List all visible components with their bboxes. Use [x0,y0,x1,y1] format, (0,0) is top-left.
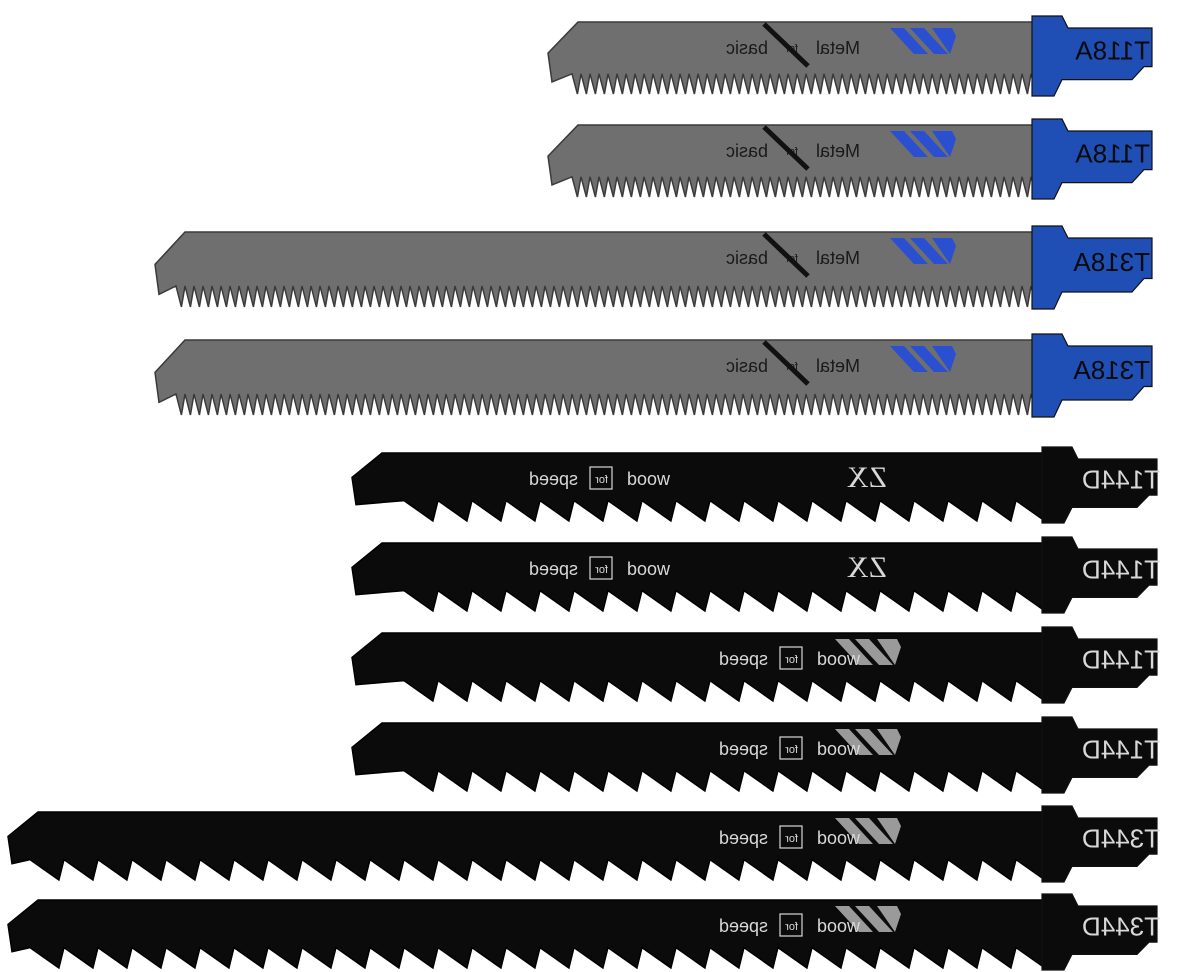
blade-word-right: wood [817,916,861,936]
blade-body [547,21,1041,95]
zx-logo: ZX [847,551,887,584]
blade-wood-6: ZX wood for speed T144D [351,536,1160,614]
blade-body [351,452,1051,523]
blade-word-for: for [595,564,608,576]
blade-model-code: T144D [1082,644,1160,674]
blade-word-for: for [595,474,608,486]
blade-shank [1031,333,1153,418]
brand-stripes-icon [835,818,901,844]
blade-body [351,542,1051,613]
blade-shank [1031,15,1153,97]
brand-stripes-icon [835,906,901,932]
blade-metal-4: MetalforbasicT318A [154,333,1153,418]
blade-model-code: T318A [1073,247,1150,277]
blade-word-left: basic [726,356,768,376]
blade-word-left: basic [726,38,768,58]
blade-model-code: T344D [1082,911,1160,941]
blade-shank [1041,536,1158,614]
blade-word-for: for [785,654,798,666]
blade-body [7,899,1051,970]
blade-word-right: Metal [816,141,860,161]
blade-body [7,811,1051,882]
blade-word-for: for [785,744,798,756]
blade-wood-10: wood for speed T344D [7,893,1160,971]
brand-stripes-icon [890,346,956,372]
blade-body [154,231,1041,308]
blade-body [154,339,1041,416]
blade-shank [1041,446,1158,524]
blade-word-left: speed [719,739,768,759]
blade-shank [1041,716,1158,794]
blade-shank [1041,805,1158,883]
blade-model-code: T344D [1082,823,1160,853]
blade-wood-7: wood for speed T144D [351,626,1160,704]
blade-word-for: for [785,833,798,845]
blade-model-code: T118A [1075,35,1150,65]
brand-stripes-icon [890,131,956,157]
blade-shank [1041,893,1158,971]
blade-wood-8: wood for speed T144D [351,716,1160,794]
blade-word-left: basic [726,141,768,161]
brand-stripes-icon [835,729,901,755]
blade-metal-1: MetalforbasicT118A [547,15,1153,97]
brand-stripes-icon [835,639,901,665]
blade-word-right: wood [627,559,671,579]
blade-word-right: wood [627,469,671,489]
blade-word-right: Metal [816,356,860,376]
blade-word-left: speed [719,828,768,848]
blade-word-left: speed [719,916,768,936]
blade-word-for: for [785,921,798,933]
blade-wood-5: ZX wood for speed T144D [351,446,1160,524]
blade-shank [1031,225,1153,310]
blade-body [547,124,1041,198]
blade-word-left: speed [529,559,578,579]
blade-word-right: wood [817,828,861,848]
blade-wood-9: wood for speed T344D [7,805,1160,883]
blade-shank [1031,118,1153,200]
blade-model-code: T118A [1075,138,1150,168]
zx-logo: ZX [847,461,887,494]
blade-word-right: Metal [816,248,860,268]
blade-metal-2: MetalforbasicT118A [547,118,1153,200]
blade-shank [1041,626,1158,704]
blade-word-right: Metal [816,38,860,58]
blade-metal-3: MetalforbasicT318A [154,225,1153,310]
blade-model-code: T144D [1082,464,1160,494]
blade-model-code: T318A [1073,355,1150,385]
blade-body [351,722,1051,793]
blade-word-left: speed [529,469,578,489]
blade-word-right: wood [817,739,861,759]
brand-stripes-icon [890,28,956,54]
blade-model-code: T144D [1082,734,1160,764]
brand-stripes-icon [890,238,956,264]
blade-word-left: basic [726,248,768,268]
blade-model-code: T144D [1082,554,1160,584]
blade-word-right: wood [817,649,861,669]
blade-body [351,632,1051,703]
blade-word-left: speed [719,649,768,669]
